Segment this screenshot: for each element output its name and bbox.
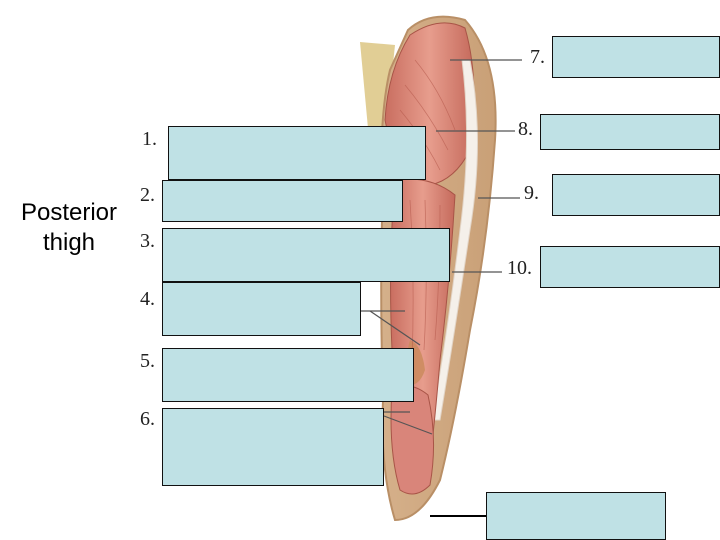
region-title: Posterior thigh bbox=[8, 198, 130, 258]
answer-box-11[interactable] bbox=[486, 492, 666, 540]
label-number-6: 6. bbox=[140, 408, 155, 430]
answer-box-5[interactable] bbox=[162, 348, 414, 402]
label-number-3: 3. bbox=[140, 230, 155, 252]
answer-box-2[interactable] bbox=[162, 180, 403, 222]
answer-box-8[interactable] bbox=[540, 114, 720, 150]
answer-box-7[interactable] bbox=[552, 36, 720, 78]
answer-box-4[interactable] bbox=[162, 282, 361, 336]
answer-box-6[interactable] bbox=[162, 408, 384, 486]
answer-box-3[interactable] bbox=[162, 228, 450, 282]
answer-box-10[interactable] bbox=[540, 246, 720, 288]
title-line-2: thigh bbox=[42, 229, 96, 256]
label-number-2: 2. bbox=[140, 184, 155, 206]
answer-box-1[interactable] bbox=[168, 126, 426, 180]
gastrocnemius-heads bbox=[390, 385, 435, 495]
answer-box-9[interactable] bbox=[552, 174, 720, 216]
title-line-1: Posterior bbox=[20, 199, 118, 226]
label-number-10: 10. bbox=[507, 257, 532, 279]
label-number-7: 7. bbox=[530, 46, 545, 68]
label-number-4: 4. bbox=[140, 288, 155, 310]
label-number-8: 8. bbox=[518, 118, 533, 140]
label-number-9: 9. bbox=[524, 182, 539, 204]
label-number-5: 5. bbox=[140, 350, 155, 372]
label-number-1: 1. bbox=[142, 128, 157, 150]
leader-lines bbox=[360, 59, 522, 517]
